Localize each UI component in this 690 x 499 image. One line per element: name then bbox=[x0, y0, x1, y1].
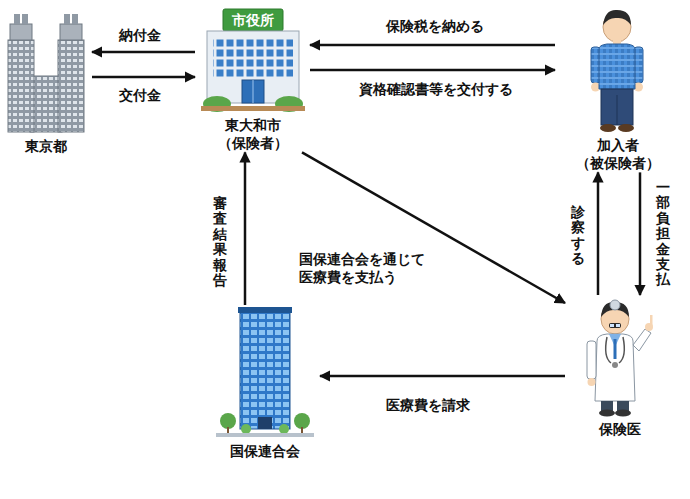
node-label: 東京都 bbox=[0, 137, 92, 155]
edge-label: 納付金 bbox=[118, 26, 162, 44]
flow-arrow bbox=[597, 172, 600, 295]
edge-label: 医療費を請求 bbox=[385, 396, 471, 414]
doctor-icon bbox=[565, 295, 675, 417]
node-label: 国保連合会 bbox=[210, 442, 320, 460]
flow-arrow bbox=[310, 69, 555, 72]
edge-label: 資格確認書等を交付する bbox=[358, 80, 514, 98]
flow-arrow bbox=[92, 51, 195, 54]
flow-arrow bbox=[320, 375, 565, 378]
flow-arrow bbox=[244, 152, 247, 305]
city-node: 市役所東大和市 （保険者） bbox=[195, 8, 310, 152]
federation-node: 国保連合会 bbox=[210, 305, 320, 460]
doctor-node: 保険医 bbox=[565, 295, 675, 438]
building-sign: 市役所 bbox=[223, 10, 283, 30]
person-icon bbox=[555, 5, 680, 133]
office-tower-icon bbox=[210, 305, 320, 439]
node-label: 加入者 （被保険者） bbox=[555, 136, 680, 172]
edge-label: 診察する bbox=[570, 205, 586, 267]
node-label: 東大和市 （保険者） bbox=[195, 116, 310, 152]
flow-arrow bbox=[639, 172, 642, 295]
edge-label: 保険税を納める bbox=[385, 17, 485, 35]
insured-node: 加入者 （被保険者） bbox=[555, 5, 680, 172]
edge-label: 交付金 bbox=[118, 86, 162, 104]
edge-label: 一部負担金支払 bbox=[655, 180, 671, 288]
node-label: 保険医 bbox=[565, 420, 675, 438]
flow-arrow bbox=[92, 76, 195, 79]
edge-label: 国保連合会を通じて 医療費を支払う bbox=[298, 250, 432, 286]
flow-arrow bbox=[310, 44, 555, 47]
tokyo-node: 東京都 bbox=[0, 10, 92, 155]
edge-label: 審査結果報告 bbox=[212, 196, 228, 288]
government-building-icon bbox=[0, 10, 92, 134]
